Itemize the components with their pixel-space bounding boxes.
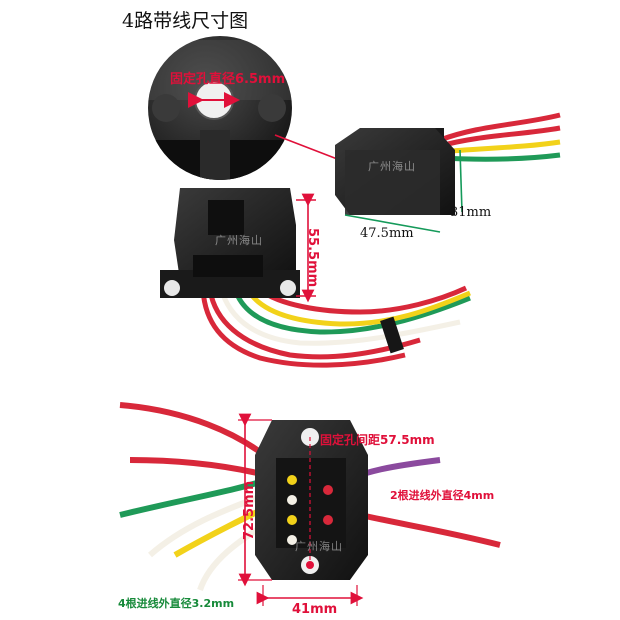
connector-bottom [119,402,501,606]
watermark-3: 广州海山 [295,540,343,553]
connector-top-main [160,188,471,368]
connector-top-right [335,112,561,233]
mount-hole-zoom [148,36,351,180]
watermark-2: 广州海山 [215,234,263,247]
mount-hole-label: 固定孔直径6.5mm [170,72,286,87]
page-title: 4路带线尺寸图 [122,10,249,32]
height-top-label: 55.5mm [305,228,320,288]
inlet-4-label: 4根进线外直径3.2mm [118,597,235,610]
height-bottom-label: 72.5mm [242,480,257,540]
depth-label: 31mm [450,205,492,220]
width-bottom-label: 41mm [292,602,338,617]
width-top-label: 47.5mm [360,226,414,241]
inlet-2-label: 2根进线外直径4mm [390,489,495,502]
hole-spacing-label: 固定孔间距57.5mm [320,433,435,447]
watermark-1: 广州海山 [368,160,416,173]
